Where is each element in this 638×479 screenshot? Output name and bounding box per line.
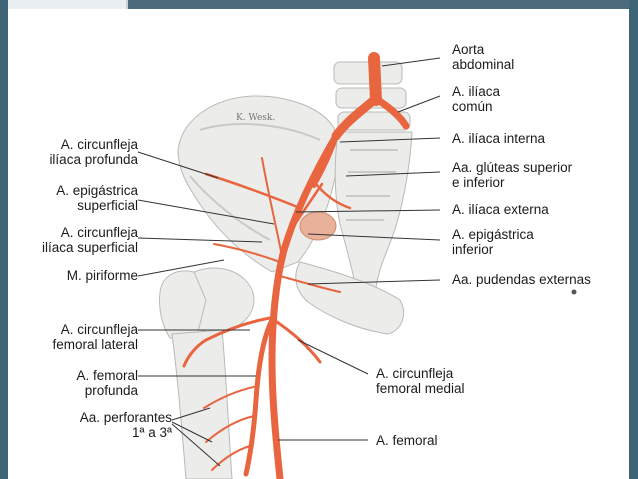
iliaca-externa-artery (268, 132, 340, 479)
iliaca-comun-right-artery (374, 96, 410, 130)
circ-iliaca-superficial-artery (213, 243, 281, 263)
pubic-bone (295, 261, 404, 335)
bone-signature-mark: K. Wesk. (236, 113, 275, 123)
femoral-shaft (171, 329, 233, 479)
sacrum (334, 131, 413, 289)
glutea-artery (314, 182, 352, 210)
label-femoral: A. femoral (376, 433, 438, 448)
iliac-wing (177, 95, 339, 273)
circ-femoral-lateral-artery (182, 316, 272, 368)
circ-femoral-medial-artery (272, 318, 322, 364)
epigastrica-superficial-artery (261, 157, 283, 257)
label-iliaca-interna: A. ilíaca interna (452, 131, 546, 146)
vertebra-1 (333, 61, 403, 85)
frame-right-bar (629, 0, 638, 479)
perforante-2-artery (205, 415, 255, 443)
piriforme-muscle (299, 211, 337, 241)
femoral-profunda-artery (243, 317, 275, 477)
bone-shading (189, 123, 398, 241)
frame-top-accent (126, 0, 638, 9)
frame-tick (126, 0, 128, 9)
leader-lines (137, 57, 441, 467)
greater-trochanter (159, 270, 207, 341)
aorta-artery (368, 52, 382, 106)
bones (159, 61, 413, 479)
perforante-1-artery (203, 385, 259, 409)
perforante-3-artery (211, 445, 251, 471)
pudenda-externa-artery (279, 275, 341, 293)
label-pudendas: Aa. pudendas externas (452, 272, 591, 287)
iliaca-interna-artery (312, 136, 338, 188)
spot-mark (571, 289, 577, 295)
iliaca-comun-artery (331, 95, 379, 141)
label-piriforme: M. piriforme (66, 268, 138, 283)
label-iliaca-externa: A. ilíaca externa (452, 202, 549, 217)
frame-left-bar (0, 0, 8, 479)
